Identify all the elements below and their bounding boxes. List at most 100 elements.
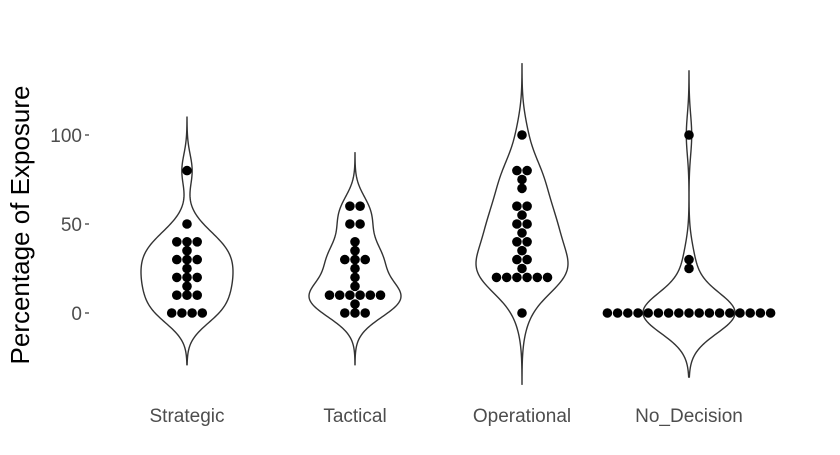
x-tick-label-operational: Operational [473, 406, 571, 427]
data-point [517, 308, 527, 318]
data-point [735, 308, 745, 318]
y-axis: 0 50 100 [50, 126, 89, 325]
data-point [517, 183, 527, 194]
data-point [517, 263, 527, 274]
data-point [350, 281, 360, 292]
data-point [172, 254, 182, 265]
data-point [340, 308, 350, 318]
data-point [522, 201, 532, 211]
data-point [350, 308, 360, 318]
data-point [512, 219, 522, 229]
y-tick-label-100: 100 [50, 126, 82, 147]
data-point [684, 130, 694, 140]
data-point [182, 263, 192, 274]
data-point [517, 228, 527, 238]
violin-strategic [140, 116, 234, 366]
data-point [517, 210, 527, 220]
data-point [684, 308, 694, 318]
data-point [350, 272, 360, 283]
data-point [522, 272, 532, 283]
data-point [192, 254, 202, 265]
data-point [663, 308, 674, 318]
data-point [517, 174, 527, 185]
data-point [182, 281, 192, 292]
data-point [512, 237, 522, 247]
violin-tactical [308, 152, 402, 366]
data-point [187, 308, 197, 318]
data-point [192, 237, 202, 247]
data-point [694, 308, 704, 318]
data-point [345, 290, 355, 301]
data-point [324, 290, 335, 301]
data-point [512, 254, 522, 265]
data-point [172, 272, 182, 283]
data-point [182, 245, 192, 256]
data-point [375, 290, 386, 301]
data-point [522, 254, 532, 265]
data-point [491, 272, 502, 283]
data-point [172, 237, 182, 247]
data-point [365, 290, 376, 301]
data-point [725, 308, 735, 318]
data-point [623, 308, 633, 318]
data-point [684, 254, 694, 265]
data-point [542, 272, 553, 283]
data-point [512, 272, 522, 283]
data-point [517, 245, 527, 256]
data-point [345, 219, 355, 229]
data-point [532, 272, 543, 283]
data-point [512, 165, 522, 176]
violin-no-decision [642, 70, 736, 378]
data-point [522, 219, 532, 229]
x-tick-label-no-decision: No_Decision [635, 406, 743, 427]
data-point [745, 308, 755, 318]
data-point [653, 308, 664, 318]
data-point [522, 237, 532, 247]
data-point [360, 254, 371, 265]
data-point [765, 308, 776, 318]
data-point [182, 272, 192, 283]
data-point [192, 290, 202, 301]
data-point [350, 254, 360, 265]
data-point [684, 263, 694, 274]
data-point [182, 219, 192, 229]
data-point [166, 308, 177, 318]
data-point [177, 308, 187, 318]
x-tick-label-tactical: Tactical [323, 406, 386, 427]
data-point [517, 130, 527, 140]
data-point [182, 237, 192, 247]
data-point [350, 299, 360, 309]
data-point [704, 308, 715, 318]
data-point [501, 272, 512, 283]
data-point [612, 308, 623, 318]
data-point [714, 308, 725, 318]
x-axis: Strategic Tactical Operational No_Decision [150, 406, 743, 427]
y-tick-label-50: 50 [61, 215, 82, 236]
y-axis-label: Percentage of Exposure [5, 86, 35, 365]
data-point [522, 165, 532, 176]
data-points [166, 130, 776, 318]
data-point [633, 308, 643, 318]
data-point [355, 219, 365, 229]
data-point [197, 308, 208, 318]
data-point [602, 308, 613, 318]
data-point [355, 290, 365, 301]
data-point [345, 201, 355, 211]
x-tick-label-strategic: Strategic [150, 406, 225, 427]
data-point [350, 263, 360, 274]
data-point [172, 290, 182, 301]
data-point [182, 290, 192, 301]
data-point [355, 201, 365, 211]
violins [140, 63, 736, 385]
data-point [340, 254, 350, 265]
data-point [334, 290, 345, 301]
data-point [182, 165, 192, 176]
data-point [674, 308, 684, 318]
data-point [182, 254, 192, 265]
data-point [192, 272, 202, 283]
data-point [360, 308, 371, 318]
data-point [350, 245, 360, 256]
y-tick-label-0: 0 [71, 304, 82, 325]
data-point [755, 308, 766, 318]
